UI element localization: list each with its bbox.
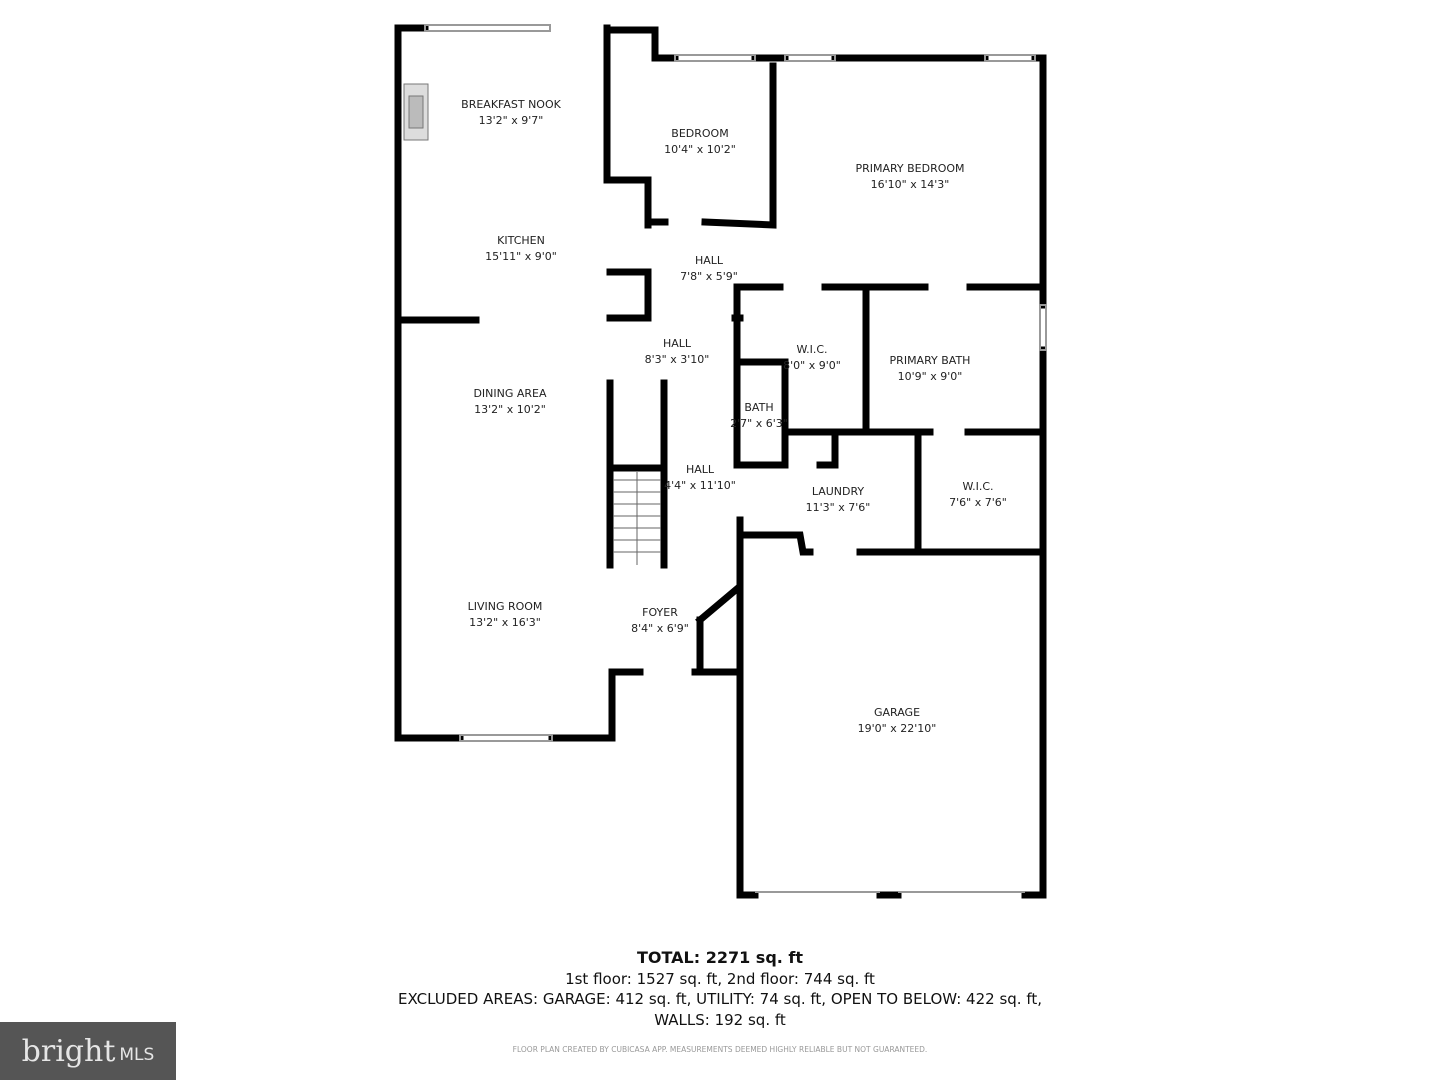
room-name: LAUNDRY [812,485,865,498]
room-size: 7'8" x 5'9" [680,270,738,283]
room-name: PRIMARY BATH [890,354,971,367]
room-size: 7'6" x 7'6" [949,496,1007,509]
floor-areas: 1st floor: 1527 sq. ft, 2nd floor: 744 s… [565,970,875,988]
room-size: 8'4" x 6'9" [631,622,689,635]
room-size: 11'3" x 7'6" [806,501,871,514]
room-size: 15'11" x 9'0" [485,250,557,263]
room-name: BATH [744,401,773,414]
room-size: 13'2" x 16'3" [469,616,541,629]
logo-suffix: MLS [119,1045,155,1065]
room-name: BEDROOM [671,127,728,140]
floor-plan: BREAKFAST NOOK 13'2" x 9'7" BEDROOM 10'4… [394,24,1047,899]
room-name: HALL [695,254,724,267]
room-size: 13'2" x 10'2" [474,403,546,416]
room-name: W.I.C. [796,343,827,356]
room-name: HALL [686,463,715,476]
stairs [613,472,661,565]
room-name: W.I.C. [962,480,993,493]
room-size: 4'4" x 11'10" [664,479,736,492]
total-area: TOTAL: 2271 sq. ft [636,948,804,967]
room-name: FOYER [642,606,678,619]
room-size: 10'4" x 10'2" [664,143,736,156]
room-size: 8'0" x 9'0" [783,359,841,372]
room-name: LIVING ROOM [468,600,543,613]
room-name: PRIMARY BEDROOM [855,162,964,175]
walls [394,24,1047,899]
room-size: 19'0" x 22'10" [858,722,937,735]
room-name: DINING AREA [473,387,547,400]
disclaimer: FLOOR PLAN CREATED BY CUBICASA APP. MEAS… [512,1045,928,1054]
room-name: BREAKFAST NOOK [461,98,561,111]
room-size: 10'9" x 9'0" [898,370,963,383]
room-size: 13'2" x 9'7" [479,114,544,127]
walls-area: WALLS: 192 sq. ft [654,1011,786,1029]
excluded-areas: EXCLUDED AREAS: GARAGE: 412 sq. ft, UTIL… [398,990,1042,1008]
room-name: GARAGE [874,706,920,719]
room-size: 16'10" x 14'3" [871,178,950,191]
room-labels: BREAKFAST NOOK 13'2" x 9'7" BEDROOM 10'4… [461,98,1007,735]
room-size: 8'3" x 3'10" [645,353,710,366]
room-name: KITCHEN [497,234,545,247]
fireplace [403,83,429,141]
room-size: 2'7" x 6'3" [730,417,788,430]
logo-brand: bright [21,1033,116,1069]
bright-mls-logo: bright MLS [0,1022,176,1080]
windows [424,24,1047,893]
room-name: HALL [663,337,692,350]
